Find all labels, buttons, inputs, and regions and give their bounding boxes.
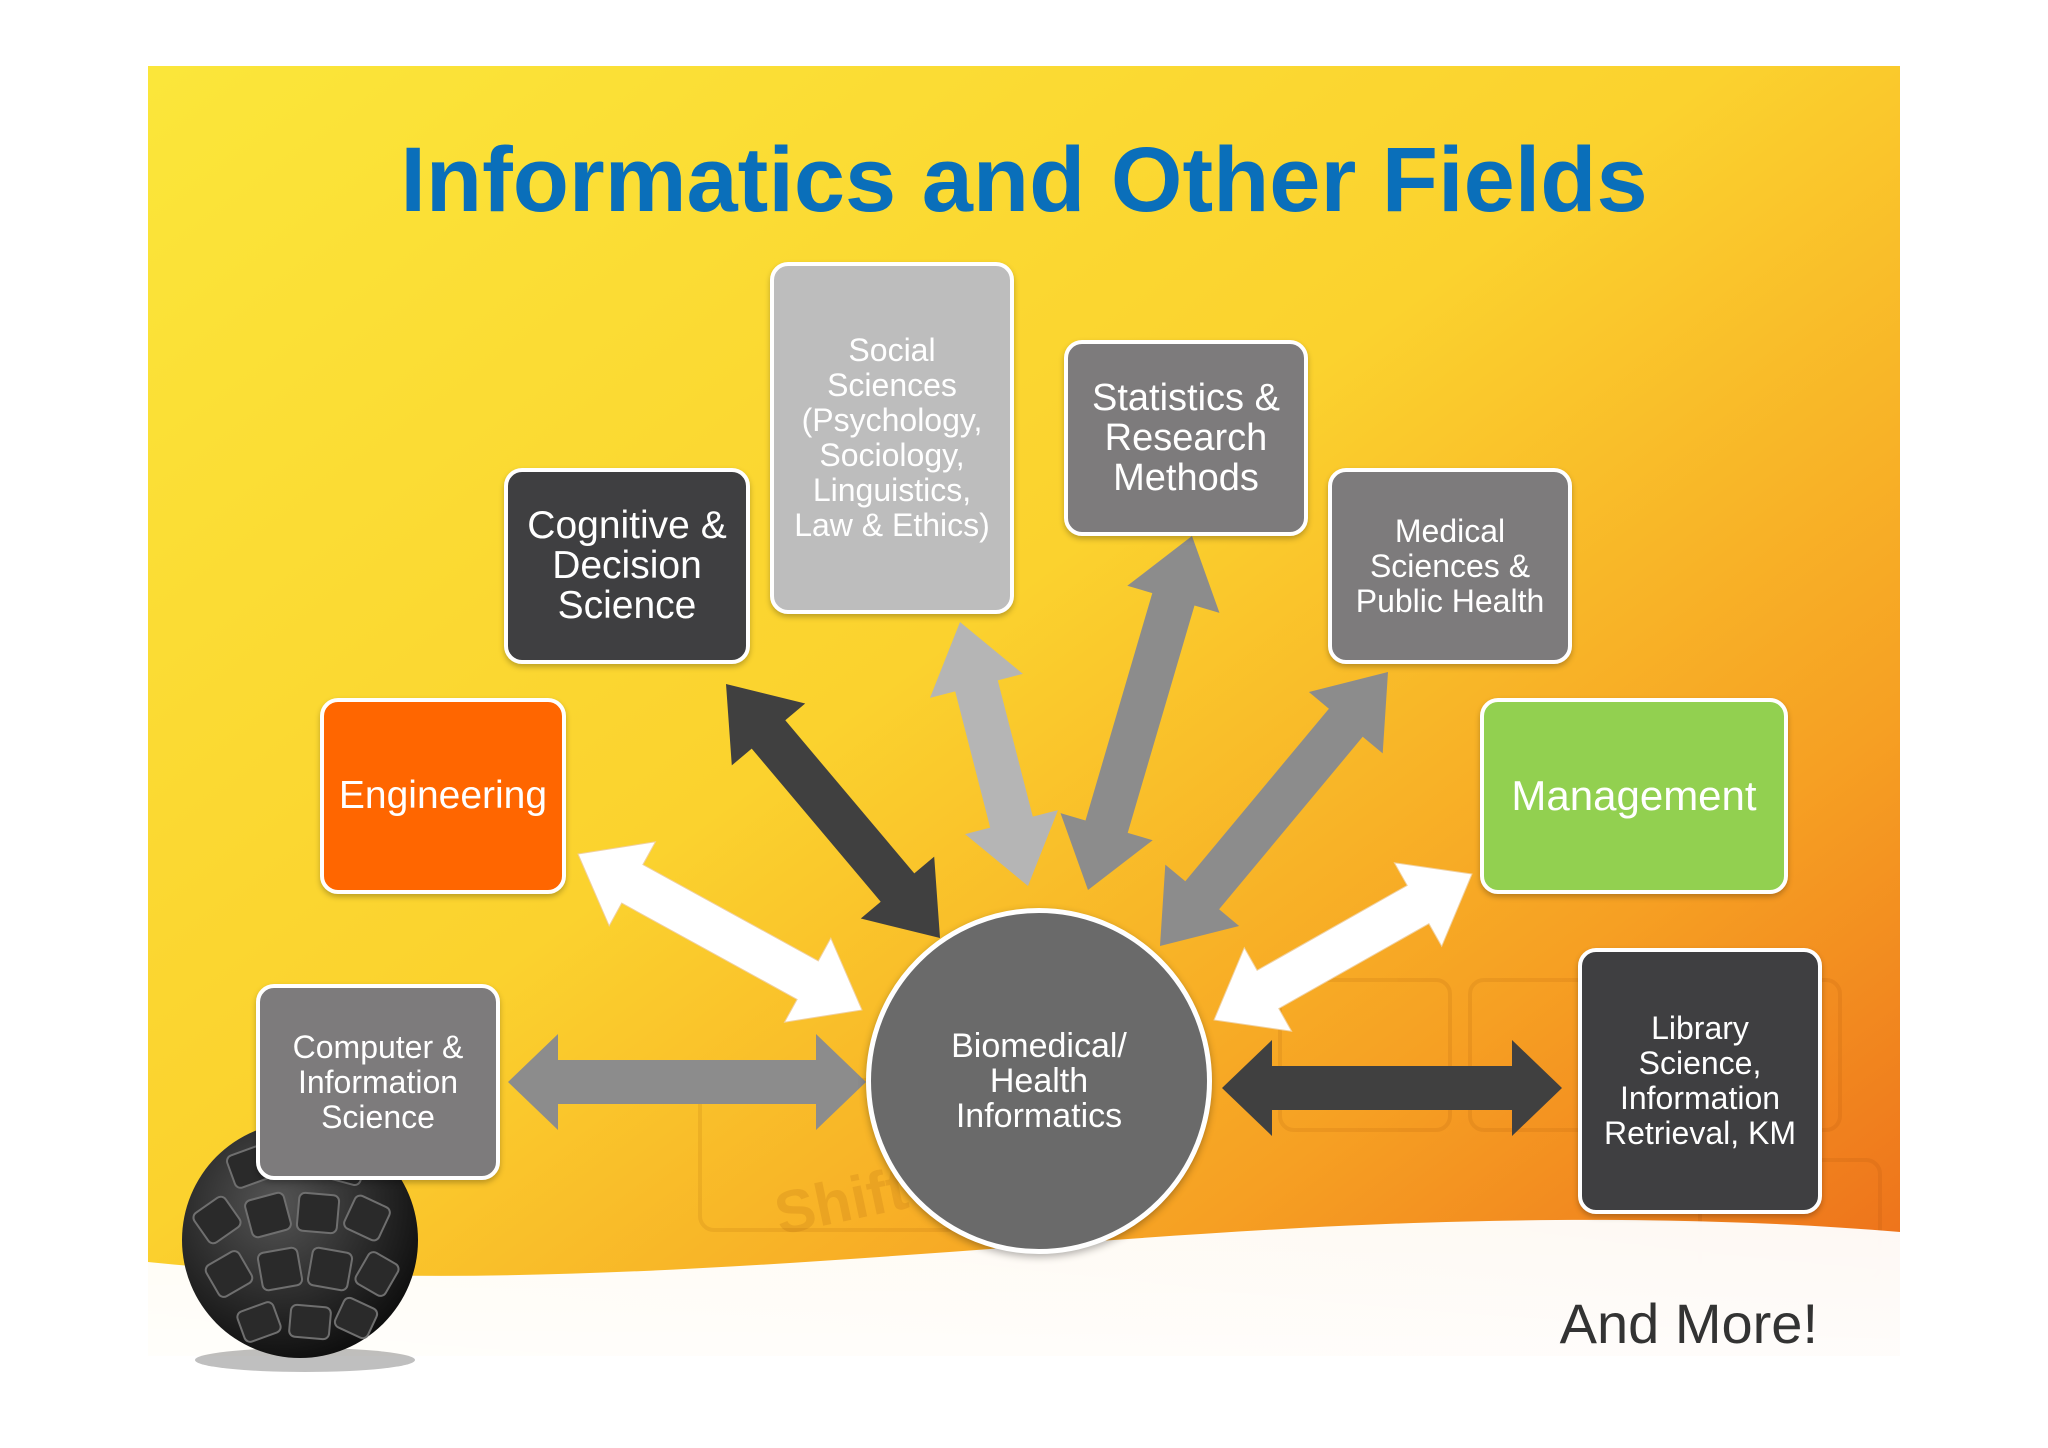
node-label: Medical Sciences & Public Health <box>1355 512 1545 619</box>
node-label: Library Science, Information Retrieval, … <box>1603 1010 1797 1151</box>
node-cognitive-decision-science: Cognitive & Decision Science <box>504 468 750 664</box>
slide-title: Informatics and Other Fields <box>400 129 1648 231</box>
arrow-management <box>1213 862 1473 1032</box>
node-label: Statistics & Research Methods <box>1092 377 1280 499</box>
node-social-sciences: Social Sciences (Psychology, Sociology, … <box>770 262 1014 614</box>
arrow-library-science <box>1222 1040 1562 1136</box>
keyboard-ball-image <box>182 1122 418 1372</box>
arrow-medical-sciences <box>1160 672 1388 946</box>
arrow-computer-science <box>508 1034 866 1130</box>
node-engineering: Engineering <box>320 698 566 894</box>
hub-label: Biomedical/ Health Informatics <box>951 1026 1127 1135</box>
node-label: Engineering <box>338 774 548 817</box>
node-computer-information-science: Computer & Information Science <box>256 984 500 1180</box>
arrow-statistics <box>1060 536 1220 890</box>
node-label: Social Sciences (Psychology, Sociology, … <box>794 332 990 543</box>
node-library-science: Library Science, Information Retrieval, … <box>1578 948 1822 1214</box>
node-medical-sciences-public-health: Medical Sciences & Public Health <box>1328 468 1572 664</box>
node-management: Management <box>1480 698 1788 894</box>
and-more-text: And More! <box>1559 1292 1818 1355</box>
node-label: Cognitive & Decision Science <box>527 504 727 627</box>
node-label: Computer & Information Science <box>292 1028 464 1135</box>
node-label: Management <box>1511 772 1757 819</box>
arrow-engineering <box>577 841 863 1023</box>
arrow-social-sciences <box>930 622 1058 886</box>
node-statistics-research-methods: Statistics & Research Methods <box>1064 340 1308 536</box>
hub-biomedical-health-informatics: Biomedical/ Health Informatics <box>866 908 1212 1254</box>
arrow-cognitive-science <box>726 684 940 938</box>
